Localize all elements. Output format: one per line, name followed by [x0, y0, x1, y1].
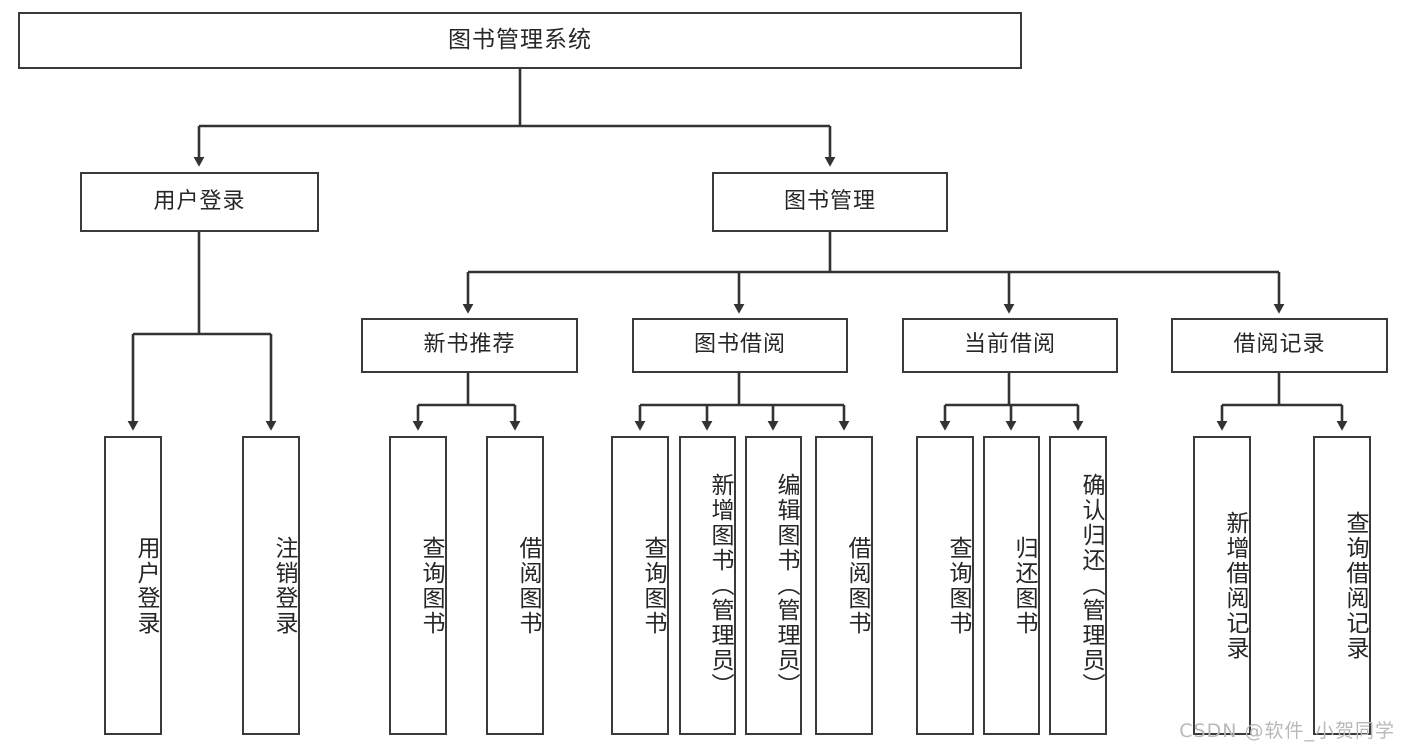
leaf-add-book-admin[interactable]: 新增图书（管理员） — [679, 436, 736, 735]
node-user-login[interactable]: 用户登录 — [80, 172, 319, 232]
node-borrow-record[interactable]: 借阅记录 — [1171, 318, 1388, 373]
node-label: 借阅图书 — [844, 535, 870, 636]
leaf-borrow-book-borrow[interactable]: 借阅图书 — [815, 436, 873, 735]
node-book-borrow[interactable]: 图书借阅 — [632, 318, 848, 373]
leaf-confirm-return-admin[interactable]: 确认归还（管理员） — [1049, 436, 1107, 735]
node-label: 确认归还（管理员） — [1078, 473, 1104, 698]
node-book-management[interactable]: 图书管理 — [712, 172, 948, 232]
leaf-borrow-book-new-rec[interactable]: 借阅图书 — [486, 436, 544, 735]
node-label: 新增借阅记录 — [1222, 510, 1248, 661]
node-label: 借阅图书 — [515, 535, 541, 636]
node-label: 查询图书 — [640, 535, 666, 636]
node-label: 新书推荐 — [423, 332, 516, 358]
node-label: 用户登录 — [133, 535, 159, 636]
node-label: 用户登录 — [153, 188, 246, 214]
leaf-add-borrow-record[interactable]: 新增借阅记录 — [1193, 436, 1251, 735]
leaf-user-login[interactable]: 用户登录 — [104, 436, 162, 735]
node-label: 归还图书 — [1011, 535, 1037, 636]
leaf-query-borrow-record[interactable]: 查询借阅记录 — [1313, 436, 1371, 735]
node-label: 新增图书（管理员） — [707, 473, 733, 698]
node-label: 注销登录 — [271, 535, 297, 636]
leaf-query-book-current[interactable]: 查询图书 — [916, 436, 974, 735]
leaf-logout-login[interactable]: 注销登录 — [242, 436, 300, 735]
node-current-borrow[interactable]: 当前借阅 — [902, 318, 1118, 373]
node-label: 查询图书 — [418, 535, 444, 636]
node-label: 查询借阅记录 — [1342, 510, 1368, 661]
csdn-watermark: CSDN @软件_小贺同学 — [1179, 720, 1395, 742]
leaf-query-book-new-rec[interactable]: 查询图书 — [389, 436, 447, 735]
leaf-edit-book-admin[interactable]: 编辑图书（管理员） — [745, 436, 802, 735]
leaf-return-book[interactable]: 归还图书 — [983, 436, 1040, 735]
node-label: 图书管理系统 — [448, 26, 592, 53]
node-label: 查询图书 — [945, 535, 971, 636]
node-new-book-recommendation[interactable]: 新书推荐 — [361, 318, 578, 373]
node-label: 图书借阅 — [693, 332, 786, 358]
leaf-query-book-borrow[interactable]: 查询图书 — [611, 436, 669, 735]
node-label: 当前借阅 — [963, 332, 1056, 358]
node-label: 借阅记录 — [1233, 332, 1326, 358]
node-root-book-management-system[interactable]: 图书管理系统 — [18, 12, 1022, 69]
node-label: 编辑图书（管理员） — [773, 473, 799, 698]
node-label: 图书管理 — [783, 188, 876, 214]
